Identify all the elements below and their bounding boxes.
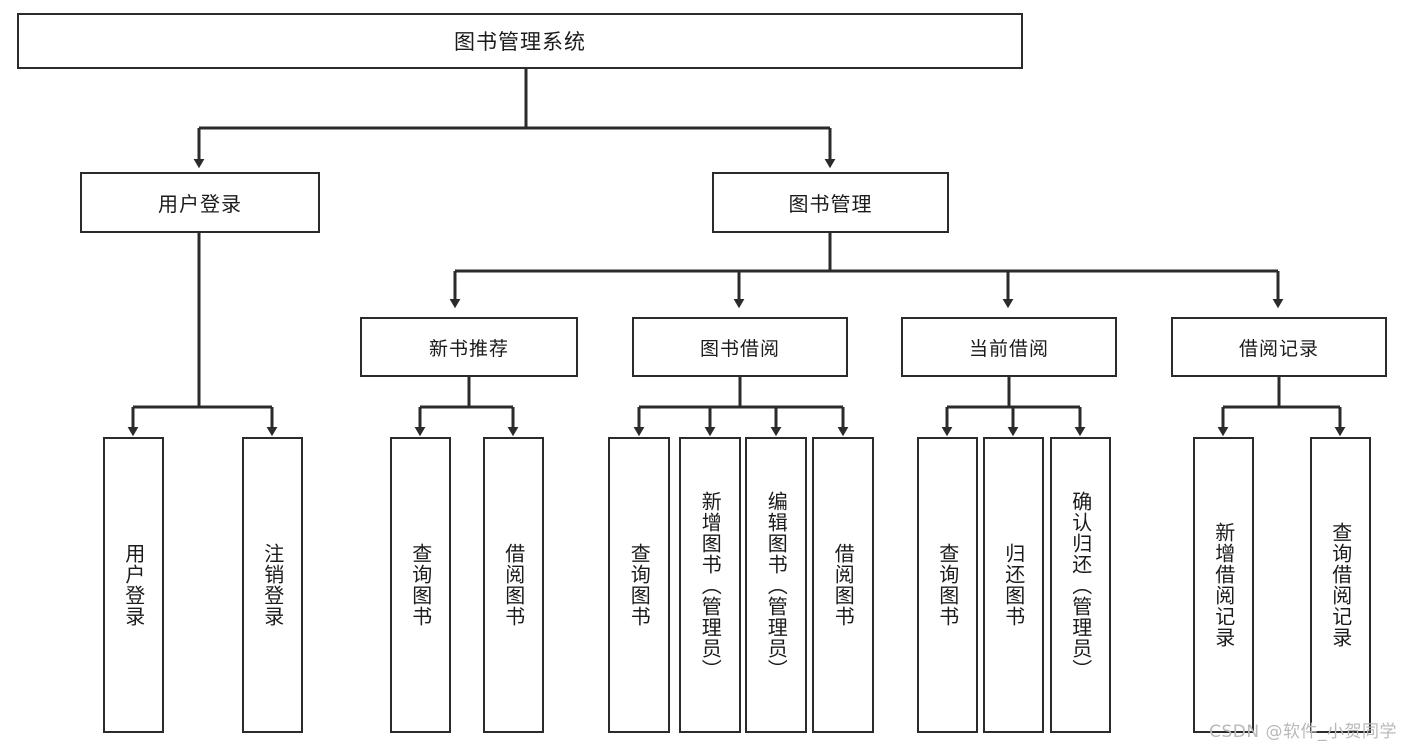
leaf-new-book-borrow[interactable]: 借阅图书 (483, 437, 544, 733)
leaf-book-borrow-add[interactable]: 新增图书（管理员） (679, 437, 741, 733)
node-borrow-record[interactable]: 借阅记录 (1171, 317, 1387, 377)
leaf-label: 用户登录 (121, 543, 146, 627)
leaf-borrow-record-query[interactable]: 查询借阅记录 (1310, 437, 1371, 733)
leaf-label: 借阅图书 (501, 543, 526, 627)
node-new-book-recommend[interactable]: 新书推荐 (360, 317, 578, 377)
leaf-user-login-login[interactable]: 用户登录 (103, 437, 164, 733)
leaf-new-book-query[interactable]: 查询图书 (390, 437, 451, 733)
leaf-borrow-record-add[interactable]: 新增借阅记录 (1193, 437, 1254, 733)
node-book-management[interactable]: 图书管理 (712, 172, 949, 233)
leaf-label: 归还图书 (1001, 543, 1026, 627)
node-book-management-label: 图书管理 (788, 192, 873, 216)
leaf-label: 新增图书（管理员） (698, 490, 723, 680)
node-book-borrow[interactable]: 图书借阅 (632, 317, 848, 377)
leaf-book-borrow-query[interactable]: 查询图书 (608, 437, 670, 733)
leaf-label: 借阅图书 (831, 543, 856, 627)
leaf-book-borrow-borrow[interactable]: 借阅图书 (812, 437, 874, 733)
leaf-label: 确认归还（管理员） (1068, 490, 1093, 680)
csdn-watermark: CSDN @软件_小贺同学 (1209, 722, 1397, 742)
node-new-book-recommend-label: 新书推荐 (428, 337, 509, 360)
leaf-label: 新增借阅记录 (1211, 522, 1236, 648)
leaf-label: 查询图书 (627, 543, 652, 627)
node-root-label: 图书管理系统 (454, 30, 586, 54)
leaf-label: 编辑图书（管理员） (764, 490, 789, 680)
leaf-current-borrow-return[interactable]: 归还图书 (983, 437, 1044, 733)
leaf-current-borrow-confirm-return[interactable]: 确认归还（管理员） (1050, 437, 1111, 733)
leaf-current-borrow-query[interactable]: 查询图书 (917, 437, 978, 733)
leaf-label: 注销登录 (260, 543, 285, 627)
node-current-borrow[interactable]: 当前借阅 (901, 317, 1117, 377)
node-root-system[interactable]: 图书管理系统 (17, 13, 1023, 69)
node-current-borrow-label: 当前借阅 (968, 337, 1049, 360)
node-borrow-record-label: 借阅记录 (1238, 337, 1319, 360)
leaf-label: 查询借阅记录 (1328, 522, 1353, 648)
node-user-login-label: 用户登录 (158, 192, 242, 216)
leaf-book-borrow-edit[interactable]: 编辑图书（管理员） (745, 437, 807, 733)
node-user-login[interactable]: 用户登录 (80, 172, 320, 233)
node-book-borrow-label: 图书借阅 (699, 337, 780, 360)
leaf-user-login-logout[interactable]: 注销登录 (242, 437, 303, 733)
leaf-label: 查询图书 (408, 543, 433, 627)
leaf-label: 查询图书 (935, 543, 960, 627)
